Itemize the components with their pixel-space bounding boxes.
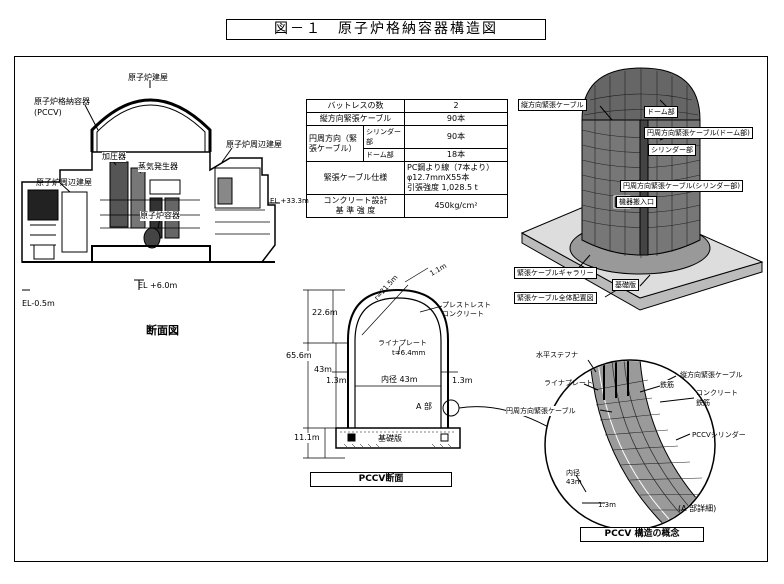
label-hoop-cable-dome: 円周方向緊張ケーブル(ドーム部) [644, 127, 753, 139]
label-surrounding-building-right: 原子炉周辺建屋 [226, 140, 282, 149]
table-cell-value: 450kg/cm² [404, 194, 508, 218]
label-detail-caption: (A 部詳細) [678, 504, 717, 513]
label-concrete: コンクリート [696, 389, 738, 397]
table-cell-sublabel: ドーム部 [363, 148, 405, 162]
table-cell-value-line: φ12.7mmX55本 [407, 173, 470, 182]
label-detail-vertical-cable: 縦方向緊張ケーブル [680, 371, 743, 379]
label-steam-generator: 蒸気発生器 [138, 162, 178, 172]
label-base-slab-3d: 基礎版 [612, 279, 639, 291]
label-hoop-cable-cylinder: 円周方向緊張ケーブル(シリンダー部) [620, 180, 744, 192]
label-detail-inner-diameter-value: 43m [566, 478, 582, 486]
table-cell-value: PC鋼より線（7本より） φ12.7mmX55本 引張強度 1,028.5 t [404, 161, 508, 195]
table-cell-label-line: コンクリート設計 [323, 196, 388, 205]
dim-total: 65.6m [286, 351, 312, 361]
label-surrounding-building-left: 原子炉周辺建屋 [36, 178, 92, 187]
section-view-caption: 断面図 [146, 324, 179, 337]
detail-view-caption: PCCV 構造の概念 [580, 527, 704, 542]
figure-title: 図－１ 原子炉格納容器構造図 [226, 19, 546, 40]
table-row: 緊張ケーブル仕様 PC鋼より線（7本より） φ12.7mmX55本 引張強度 1… [306, 161, 508, 195]
figure-frame [14, 56, 768, 562]
table-cell-label: 縦方向緊張ケーブル [306, 112, 405, 126]
table-row: コンクリート設計 基 準 強 度 450kg/cm² [306, 194, 508, 218]
table-cell-value: 2 [404, 99, 508, 113]
spec-table: バットレスの数 2 縦方向緊張ケーブル 90本 円周方向（緊 張ケーブル） シリ… [306, 99, 508, 218]
dim-base: 11.1m [294, 433, 320, 443]
table-cell-sublabel: シリンダー部 [363, 125, 405, 149]
label-el-top: EL +33.3m [270, 197, 309, 205]
table-cell-value-line: PC鋼より線（7本より） [407, 163, 495, 172]
pccv-section-caption: PCCV断面 [310, 472, 452, 487]
label-dome-part: ドーム部 [644, 106, 678, 118]
table-cell-value: 90本 [404, 112, 508, 126]
label-detail-liner: ライナプレート [544, 379, 593, 387]
dim-wall-right: 1.3m [452, 376, 473, 385]
pccv-section-drawing [303, 267, 574, 459]
label-reactor-vessel: 原子炉容器 [140, 211, 180, 221]
table-cell-value-line: 引張強度 1,028.5 t [407, 183, 478, 192]
dim-liner-thickness: t=6.4mm [392, 349, 426, 357]
table-cell-label-line: 張ケーブル） [309, 143, 357, 153]
table-cell-value: 90本 [404, 125, 508, 149]
label-el-mid: EL +6.0m [138, 281, 178, 290]
label-base-slab: 基礎版 [378, 434, 402, 444]
table-cell-label: 円周方向（緊 張ケーブル） [306, 125, 364, 162]
table-cell-label-line: 円周方向（緊 [309, 133, 357, 143]
table-cell-value: 18本 [404, 148, 508, 162]
label-equipment-hatch: 機器搬入口 [616, 196, 657, 208]
label-reactor-building: 原子炉建屋 [128, 73, 168, 82]
label-pccv-cylinder: PCCVシリンダー [692, 431, 746, 439]
label-vertical-cable: 縦方向緊張ケーブル [518, 99, 587, 111]
table-cell-label: コンクリート設計 基 準 強 度 [306, 194, 405, 218]
table-row: 縦方向緊張ケーブル 90本 [306, 112, 508, 126]
label-cylinder-part: シリンダー部 [648, 144, 696, 156]
dim-cylinder: 43m [314, 365, 332, 375]
label-cable-gallery: 緊張ケーブルギャラリー [514, 267, 597, 279]
label-cable-layout: 緊張ケーブル全体配置図 [514, 292, 597, 304]
table-cell-label: バットレスの数 [306, 99, 405, 113]
label-rebar-right: 鉄筋 [696, 399, 710, 407]
table-row: バットレスの数 2 [306, 99, 508, 113]
table-row: 円周方向（緊 張ケーブル） シリンダー部 90本 [306, 125, 508, 162]
dim-dome: 22.6m [312, 308, 338, 317]
label-prestressed-concrete: プレストレスト コンクリート [442, 301, 491, 318]
label-el-bottom: EL-0.5m [22, 299, 55, 308]
label-pccv: 原子炉格納容器 (PCCV) [34, 97, 90, 117]
label-horizontal-stiffener: 水平ステフナ [536, 351, 578, 359]
label-detail-inner-diameter: 内径 [566, 469, 580, 477]
label-part-a: A 部 [416, 402, 433, 411]
dim-wall-left: 1.3m [326, 376, 347, 385]
label-pressurizer: 加圧器 [102, 152, 126, 162]
label-liner-plate: ライナプレート [378, 339, 427, 347]
label-detail-hoop-cable: 円周方向緊張ケーブル [506, 406, 576, 416]
dim-inner-diameter: 内径 43m [381, 375, 418, 385]
label-rebar-top: 鉄筋 [660, 380, 674, 390]
table-cell-label: 緊張ケーブル仕様 [306, 161, 405, 195]
label-detail-thickness: 1.3m [598, 501, 616, 509]
table-cell-label-line: 基 準 強 度 [335, 206, 376, 215]
